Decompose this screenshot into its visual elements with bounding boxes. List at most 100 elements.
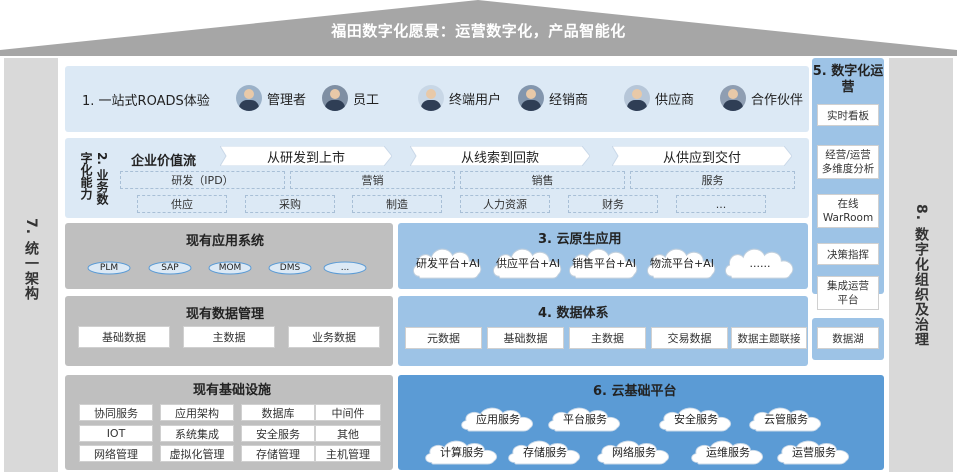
infra-item: 虚拟化管理 bbox=[160, 445, 234, 462]
cloud-label: 存储服务 bbox=[523, 446, 567, 459]
cloud-infra-service: 平台服务 bbox=[545, 404, 625, 434]
app-label: DMS bbox=[279, 263, 301, 273]
cloud-label: 物流平台+AI bbox=[650, 257, 714, 270]
flow-label: 从线索到回款 bbox=[460, 150, 539, 166]
persona-label: 终端用户 bbox=[449, 92, 502, 108]
partner-avatar-icon bbox=[720, 85, 746, 111]
data-topic-link: 数据主题联接 bbox=[731, 327, 807, 349]
cloud-label: 销售平台+AI bbox=[572, 257, 636, 270]
data-basic: 基础数据 bbox=[78, 326, 170, 348]
infra-item: 协同服务 bbox=[79, 404, 153, 421]
existing-apps-title: 现有应用系统 bbox=[186, 234, 265, 249]
capability-service: 服务 bbox=[630, 171, 795, 189]
ops-integrated-platform: 集成运营平台 bbox=[817, 276, 879, 310]
infra-item: 其他 bbox=[315, 425, 381, 442]
ops-decision-command: 决策指挥 bbox=[817, 243, 879, 265]
app-label: ... bbox=[340, 263, 350, 273]
cloud-label: 云管服务 bbox=[764, 413, 808, 426]
cloud-label: 研发平台+AI bbox=[416, 257, 480, 270]
pillar-right-label: 8. 数字化组织及治理 bbox=[913, 204, 929, 347]
ops-realtime-board: 实时看板 bbox=[817, 104, 879, 126]
persona-label: 经销商 bbox=[549, 92, 589, 108]
cloud-infra-service: 安全服务 bbox=[656, 404, 736, 434]
section-existing-apps bbox=[65, 223, 393, 289]
capability-marketing: 营销 bbox=[290, 171, 455, 189]
flow-arrow-leads: 从线索到回款 bbox=[410, 146, 590, 166]
data-master: 主数据 bbox=[183, 326, 275, 348]
infra-item: 存储管理 bbox=[241, 445, 315, 462]
infra-item: 安全服务 bbox=[241, 425, 315, 442]
infra-item: 应用架构 bbox=[160, 404, 234, 421]
data-business: 业务数据 bbox=[288, 326, 380, 348]
existing-data-title: 现有数据管理 bbox=[186, 307, 265, 322]
capability-supply: 供应 bbox=[137, 195, 227, 213]
app-plm: PLM bbox=[87, 261, 131, 275]
persona-supplier: 供应商 bbox=[624, 85, 694, 111]
cloud-label: 计算服务 bbox=[440, 446, 484, 459]
infra-item: 网络管理 bbox=[79, 445, 153, 462]
cloud-native-item: 销售平台+AI bbox=[566, 244, 642, 282]
cloud-label: 平台服务 bbox=[563, 413, 607, 426]
flow-arrow-rd: 从研发到上市 bbox=[220, 146, 392, 166]
flow-label: 从研发到上市 bbox=[266, 150, 345, 166]
cloud-label: 运营服务 bbox=[792, 446, 836, 459]
persona-end-user: 终端用户 bbox=[418, 85, 501, 111]
existing-infra-title: 现有基础设施 bbox=[193, 383, 272, 398]
section-2-label: 2. 业务数字化能力 bbox=[79, 152, 109, 206]
cloud-infra-service: 云管服务 bbox=[746, 404, 826, 434]
cloud-infra-service: 运维服务 bbox=[688, 437, 768, 467]
persona-manager: 管理者 bbox=[236, 85, 306, 111]
cloud-label: ...... bbox=[749, 256, 771, 270]
capability-sales: 销售 bbox=[460, 171, 625, 189]
app-label: MOM bbox=[218, 263, 242, 273]
flow-arrow-supply: 从供应到交付 bbox=[612, 146, 792, 166]
roof-banner bbox=[0, 0, 957, 56]
employee-avatar-icon bbox=[322, 85, 348, 111]
capability-manufacturing: 制造 bbox=[352, 195, 442, 213]
cloud-label: 安全服务 bbox=[674, 413, 718, 426]
cloud-infra-service: 计算服务 bbox=[422, 437, 502, 467]
infra-item: 数据库 bbox=[241, 404, 315, 421]
cloud-infra-title: 6. 云基础平台 bbox=[593, 384, 677, 399]
persona-dealer: 经销商 bbox=[518, 85, 588, 111]
app-more: ... bbox=[323, 261, 367, 275]
cloud-infra-service: 存储服务 bbox=[505, 437, 585, 467]
pillar-unified-architecture: 7. 统一架构 bbox=[4, 58, 58, 472]
data-system-title: 4. 数据体系 bbox=[538, 306, 609, 321]
flow-label: 从供应到交付 bbox=[662, 150, 741, 166]
persona-label: 管理者 bbox=[267, 92, 307, 108]
cloud-infra-service: 运营服务 bbox=[774, 437, 854, 467]
persona-partner: 合作伙伴 bbox=[720, 85, 803, 111]
digital-ops-title: 5. 数字化运营 bbox=[812, 64, 884, 95]
dealer-avatar-icon bbox=[518, 85, 544, 111]
cloud-label: 运维服务 bbox=[706, 446, 750, 459]
ops-warroom: 在线WarRoom bbox=[817, 194, 879, 228]
data-transaction: 交易数据 bbox=[651, 327, 728, 349]
pillar-digital-org: 8. 数字化组织及治理 bbox=[889, 58, 953, 472]
infra-item: IOT bbox=[79, 425, 153, 442]
capability-hr: 人力资源 bbox=[460, 195, 550, 213]
vision-title: 福田数字化愿景：运营数字化，产品智能化 bbox=[331, 22, 626, 40]
data-basic-new: 基础数据 bbox=[487, 327, 564, 349]
cloud-native-item: 供应平台+AI bbox=[490, 244, 566, 282]
persona-label: 员工 bbox=[353, 92, 380, 108]
manager-avatar-icon bbox=[236, 85, 262, 111]
infra-item: 中间件 bbox=[315, 404, 381, 421]
cloud-infra-service: 网络服务 bbox=[594, 437, 674, 467]
app-label: SAP bbox=[161, 263, 179, 273]
capability-finance: 财务 bbox=[568, 195, 658, 213]
capability-rd: 研发（IPD） bbox=[120, 171, 285, 189]
capability-more: ... bbox=[676, 195, 766, 213]
pillar-left-label: 7. 统一架构 bbox=[23, 218, 39, 301]
app-sap: SAP bbox=[148, 261, 192, 275]
section-1-title: 1. 一站式ROADS体验 bbox=[82, 94, 210, 109]
supplier-avatar-icon bbox=[624, 85, 650, 111]
cloud-native-item: 研发平台+AI bbox=[410, 244, 486, 282]
infra-item: 系统集成 bbox=[160, 425, 234, 442]
cloud-label: 应用服务 bbox=[476, 413, 520, 426]
data-meta: 元数据 bbox=[405, 327, 482, 349]
cloud-label: 网络服务 bbox=[612, 446, 656, 459]
capability-procurement: 采购 bbox=[245, 195, 335, 213]
persona-employee: 员工 bbox=[322, 85, 379, 111]
app-mom: MOM bbox=[208, 261, 252, 275]
